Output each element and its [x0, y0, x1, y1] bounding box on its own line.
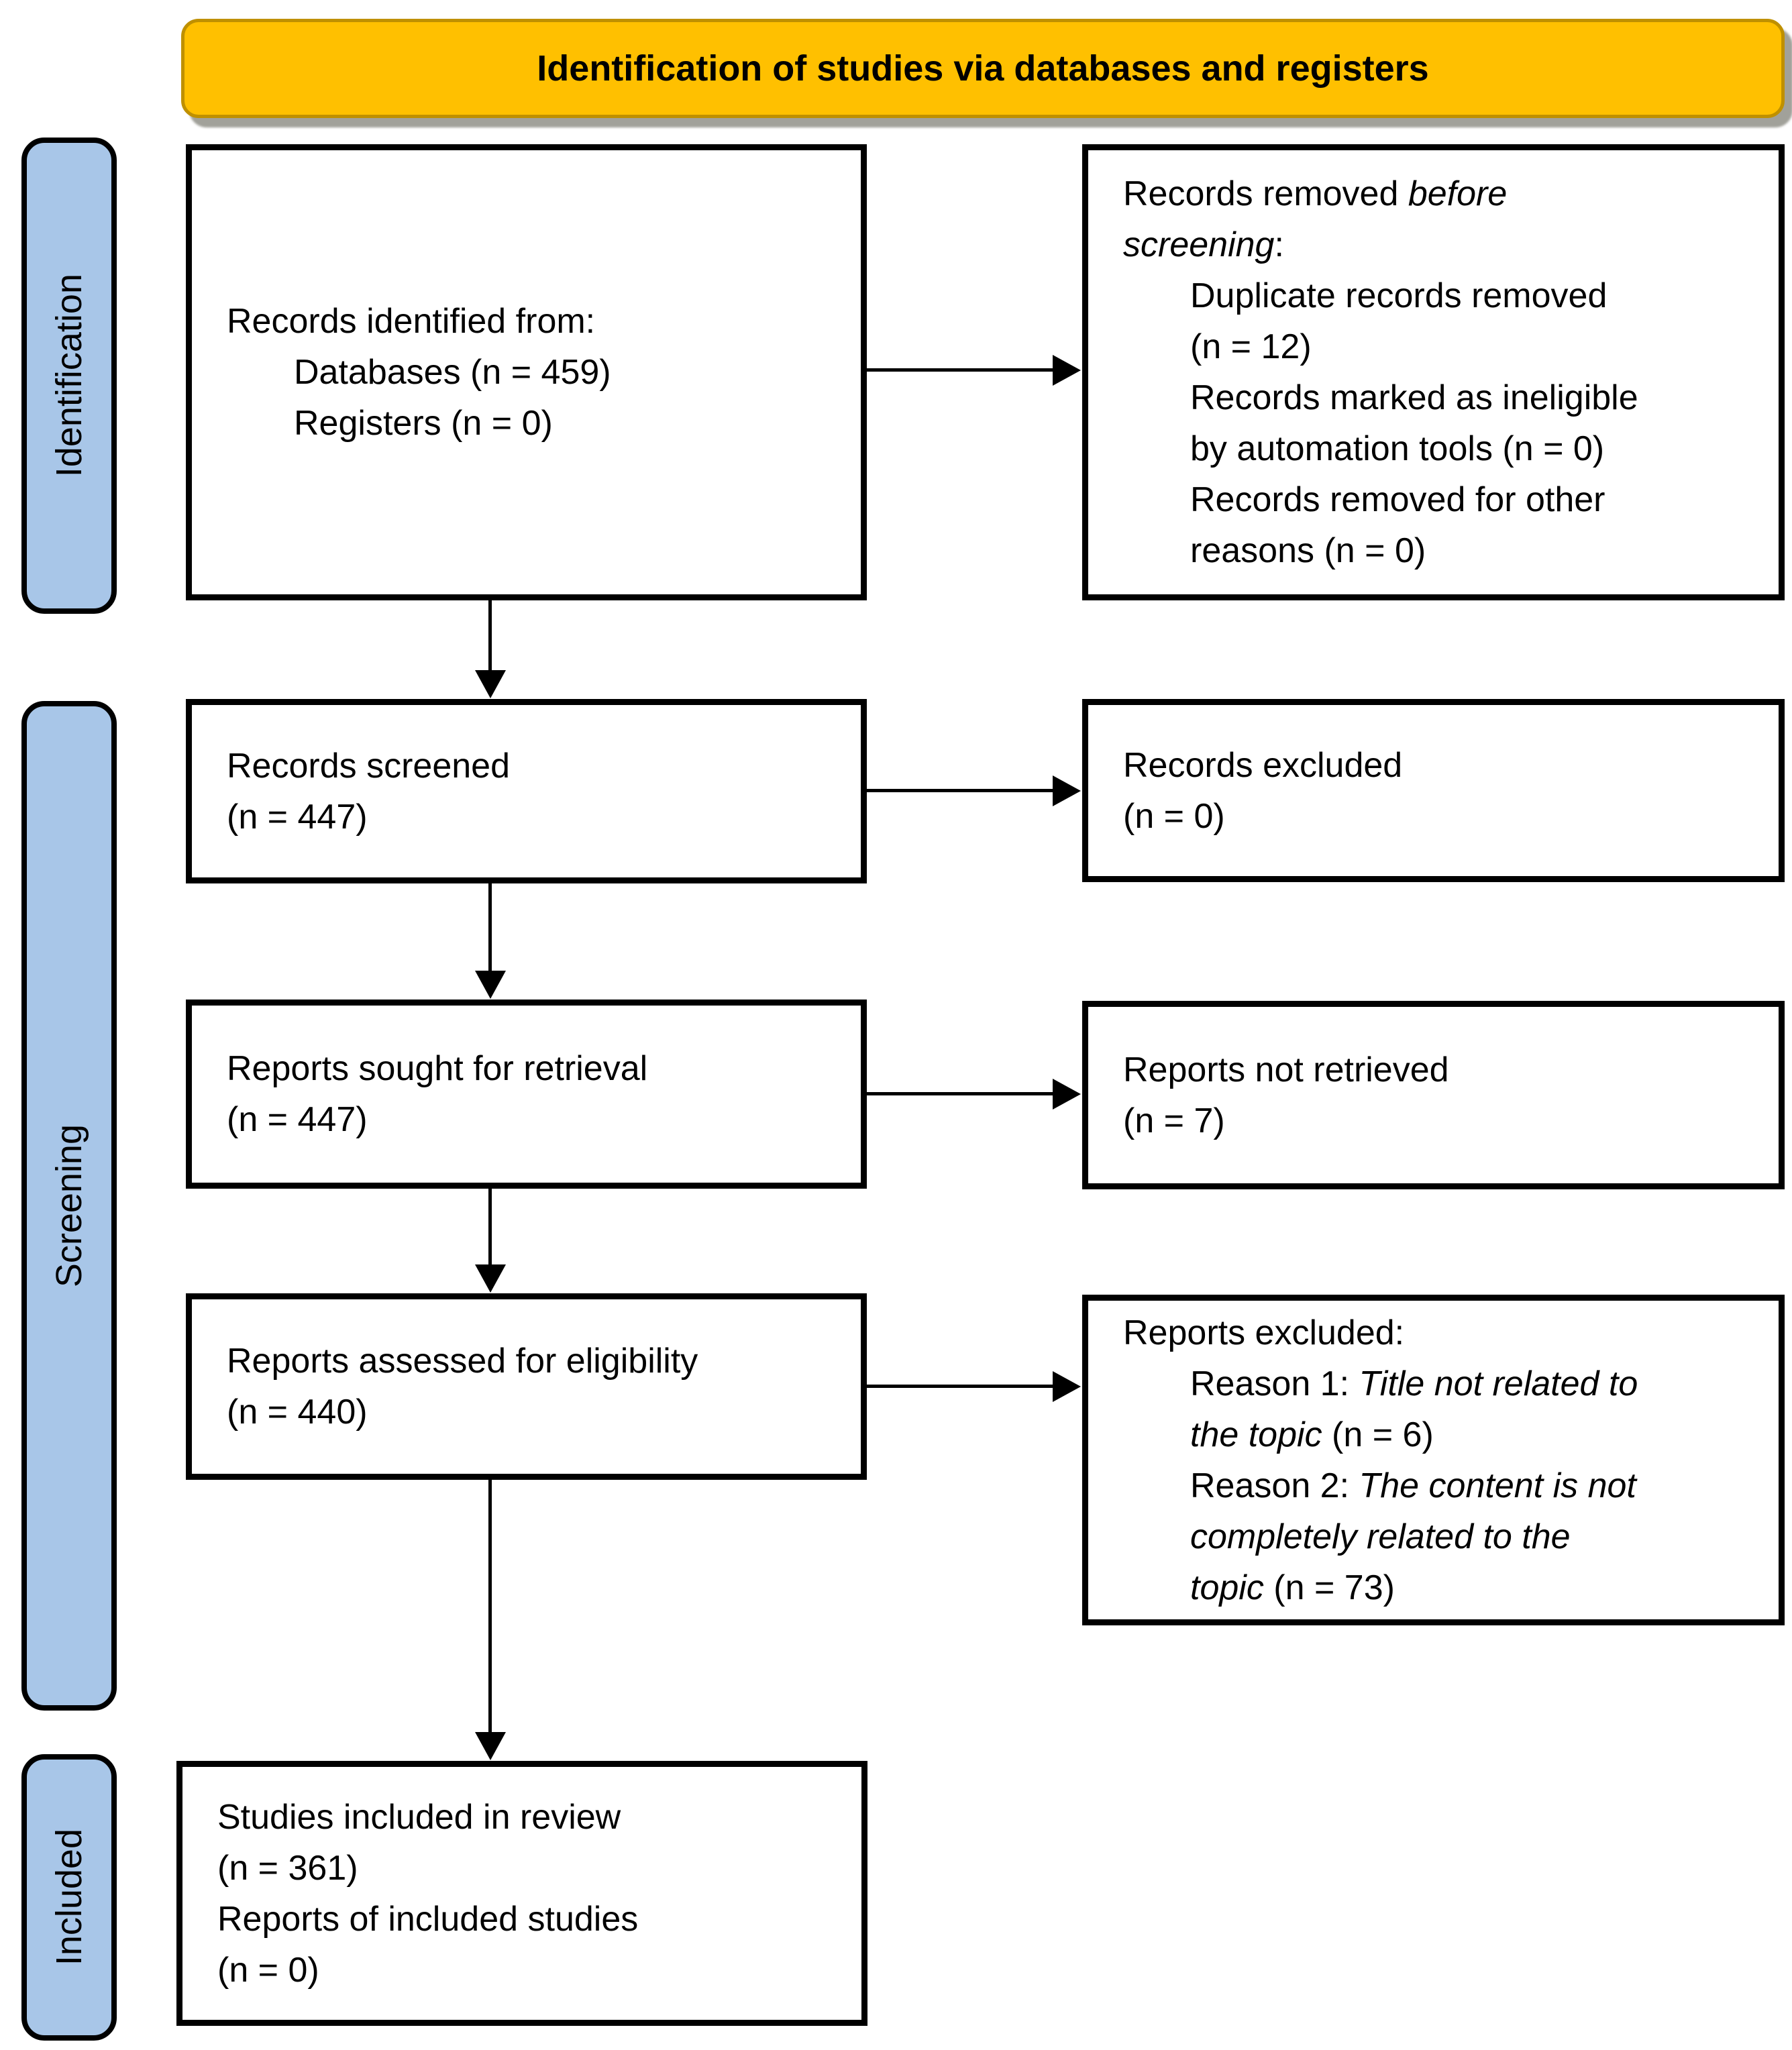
box-reports-not-retrieved: Reports not retrieved(n = 7) — [1082, 1001, 1785, 1189]
sidebar-identification: Identification — [21, 138, 117, 614]
box-records-identified: Records identified from:Databases (n = 4… — [186, 144, 867, 600]
box-reports-assessed-text: Reports assessed for eligibility(n = 440… — [227, 1342, 698, 1432]
arrow-screened-to-excluded — [867, 789, 1053, 792]
box-reports-sought: Reports sought for retrieval(n = 447) — [186, 1000, 867, 1189]
box-reports-excluded: Reports excluded:Reason 1: Title not rel… — [1082, 1295, 1785, 1625]
box-studies-included-text: Studies included in review(n = 361)Repor… — [217, 1797, 639, 1990]
box-records-screened: Records screened(n = 447) — [186, 699, 867, 883]
arrow-sought-to-assessed — [488, 1189, 492, 1265]
box-reports-assessed: Reports assessed for eligibility(n = 440… — [186, 1293, 867, 1480]
box-records-excluded: Records excluded(n = 0) — [1082, 699, 1785, 882]
sidebar-included: Included — [21, 1754, 117, 2041]
sidebar-screening: Screening — [21, 701, 117, 1711]
sidebar-screening-label: Screening — [49, 1124, 89, 1288]
header-title: Identification of studies via databases … — [537, 48, 1429, 89]
box-records-excluded-text: Records excluded(n = 0) — [1123, 745, 1403, 836]
box-records-screened-text: Records screened(n = 447) — [227, 746, 510, 837]
header-banner: Identification of studies via databases … — [181, 19, 1785, 118]
box-reports-sought-text: Reports sought for retrieval(n = 447) — [227, 1049, 648, 1139]
box-studies-included: Studies included in review(n = 361)Repor… — [176, 1761, 867, 2026]
arrow-sought-to-not-retrieved — [867, 1092, 1053, 1095]
box-reports-excluded-text: Reports excluded:Reason 1: Title not rel… — [1123, 1313, 1638, 1607]
sidebar-identification-label: Identification — [49, 274, 89, 478]
arrow-identified-to-removed — [867, 368, 1053, 372]
arrow-assessed-to-excluded — [867, 1385, 1053, 1388]
arrow-identified-to-screened — [488, 600, 492, 671]
sidebar-included-label: Included — [49, 1829, 89, 1966]
arrow-screened-to-sought — [488, 883, 492, 971]
box-records-identified-text: Records identified from:Databases (n = 4… — [227, 302, 611, 443]
box-reports-not-retrieved-text: Reports not retrieved(n = 7) — [1123, 1050, 1449, 1140]
arrow-assessed-to-included — [488, 1480, 492, 1733]
